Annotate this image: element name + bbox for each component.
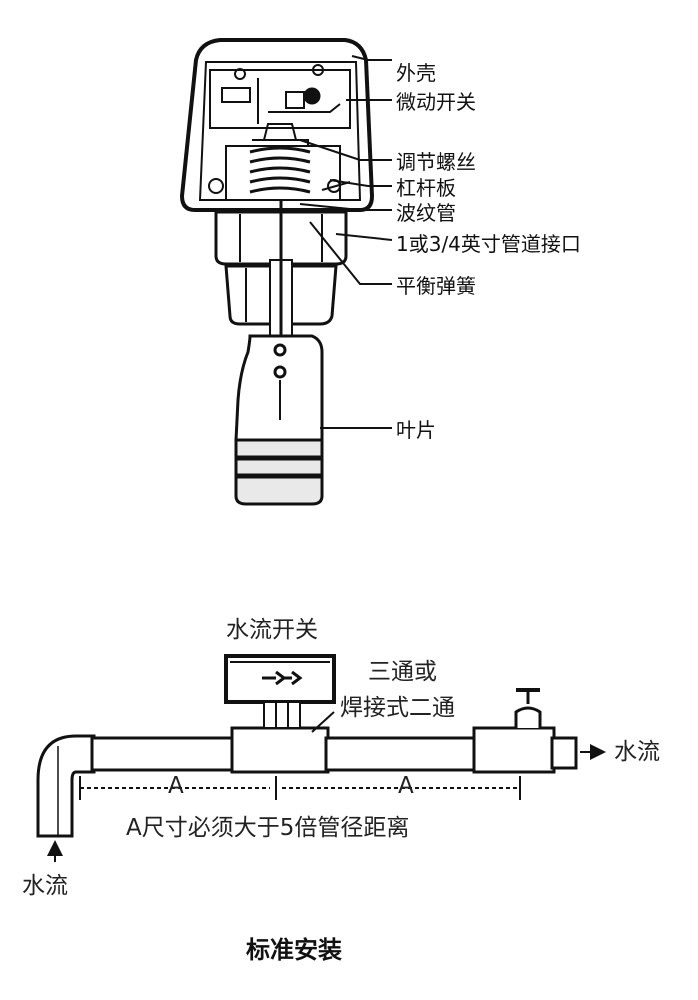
label-balance-spring: 平衡弹簧 — [396, 274, 476, 298]
pipe-connector-body — [214, 200, 348, 337]
label-dim-a-left: A — [168, 773, 184, 799]
label-tee-line2: 焊接式二通 — [340, 695, 455, 721]
paddle — [234, 334, 324, 506]
label-pipe-port: 1或3/4英寸管道接口 — [396, 232, 581, 256]
label-lever-plate: 杠杆板 — [396, 176, 456, 200]
label-flow-switch: 水流开关 — [226, 617, 318, 643]
label-adjust-screw: 调节螺丝 — [396, 150, 476, 174]
label-paddle: 叶片 — [396, 418, 436, 442]
leader-lines — [299, 55, 393, 429]
label-bellows: 波纹管 — [396, 201, 456, 225]
label-dim-a-right: A — [398, 773, 414, 799]
label-flow-in: 水流 — [22, 873, 68, 899]
label-dimension-note: A尺寸必须大于5倍管径距离 — [126, 815, 410, 841]
flow-switch-housing — [179, 38, 375, 212]
pipeline — [36, 654, 578, 838]
label-tee-line1: 三通或 — [368, 659, 437, 685]
label-micro-switch: 微动开关 — [396, 90, 476, 114]
label-housing: 外壳 — [396, 61, 436, 85]
caption-standard-installation: 标准安装 — [246, 936, 342, 964]
label-flow-out: 水流 — [614, 739, 660, 765]
flow-arrows — [47, 711, 606, 862]
